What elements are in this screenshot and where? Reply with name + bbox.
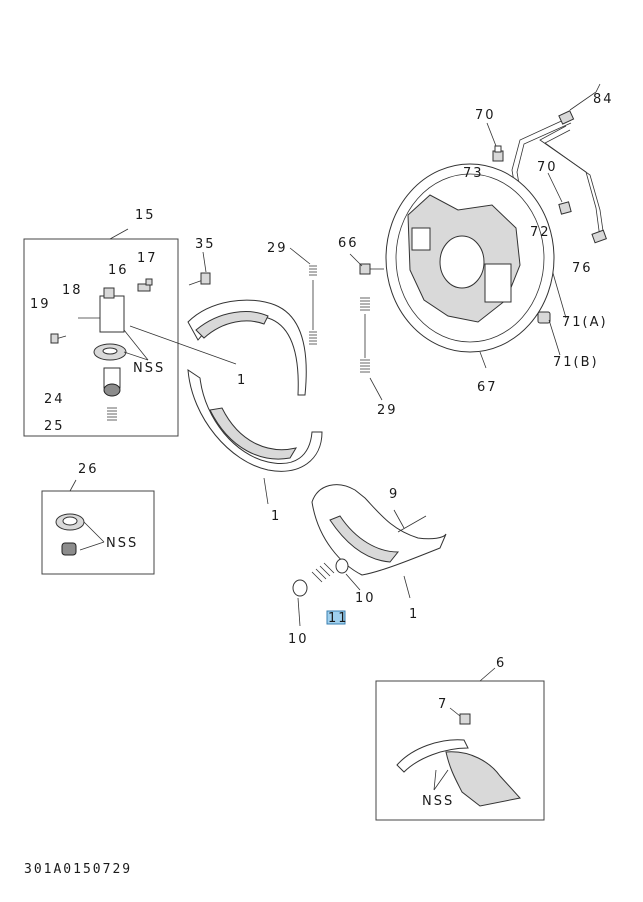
highlight-box-11 bbox=[326, 610, 346, 625]
label-1-middle: 1 bbox=[271, 509, 281, 524]
label-7: 7 bbox=[438, 697, 448, 712]
label-16: 16 bbox=[108, 263, 129, 278]
label-70-right: 70 bbox=[537, 160, 558, 175]
brake-shoe-lower bbox=[311, 484, 447, 599]
catalog-number: 301A0150729 bbox=[24, 862, 132, 877]
lining-kit-box-6 bbox=[375, 667, 545, 821]
label-24: 24 bbox=[44, 392, 65, 407]
label-9: 9 bbox=[389, 487, 399, 502]
label-84: 84 bbox=[593, 92, 614, 107]
wheel-cylinder-box-15 bbox=[23, 228, 237, 437]
label-72: 72 bbox=[530, 225, 551, 240]
label-15: 15 bbox=[135, 208, 156, 223]
bolt-35 bbox=[188, 251, 211, 286]
bolt-66 bbox=[349, 253, 384, 275]
spring-29-upper bbox=[289, 247, 317, 345]
label-70-upper: 70 bbox=[475, 108, 496, 123]
label-10-right: 10 bbox=[355, 591, 376, 606]
plug-71b bbox=[537, 311, 561, 356]
brake-pipe-assembly bbox=[511, 83, 607, 244]
adjuster-spring-set bbox=[292, 558, 361, 627]
seal-kit-box-26 bbox=[41, 479, 155, 575]
label-17: 17 bbox=[137, 251, 158, 266]
label-67: 67 bbox=[477, 380, 498, 395]
label-10-left: 10 bbox=[288, 632, 309, 647]
label-29-upper: 29 bbox=[267, 241, 288, 256]
nss-label-box15: NSS bbox=[133, 361, 165, 376]
label-73: 73 bbox=[463, 166, 484, 181]
pin-9 bbox=[393, 509, 427, 533]
label-25: 25 bbox=[44, 419, 65, 434]
nss-label-box6: NSS bbox=[422, 794, 454, 809]
label-11: 11 bbox=[328, 611, 349, 626]
label-66: 66 bbox=[338, 236, 359, 251]
label-26: 26 bbox=[78, 462, 99, 477]
backing-plate-67 bbox=[385, 163, 555, 369]
label-35: 35 bbox=[195, 237, 216, 252]
label-29-lower: 29 bbox=[377, 403, 398, 418]
label-6: 6 bbox=[496, 656, 506, 671]
label-1-lower: 1 bbox=[409, 607, 419, 622]
brake-shoe-middle bbox=[187, 369, 323, 505]
label-18: 18 bbox=[62, 283, 83, 298]
union-70-right bbox=[547, 172, 572, 215]
union-70-upper bbox=[486, 122, 504, 162]
nss-label-box26: NSS bbox=[106, 536, 138, 551]
label-19: 19 bbox=[30, 297, 51, 312]
label-71b: 71(B) bbox=[553, 355, 599, 370]
brake-shoe-upper bbox=[187, 299, 307, 396]
label-71a: 71(A) bbox=[562, 315, 608, 330]
spring-29-lower bbox=[360, 297, 383, 401]
label-1-upper: 1 bbox=[237, 373, 247, 388]
label-76: 76 bbox=[572, 261, 593, 276]
